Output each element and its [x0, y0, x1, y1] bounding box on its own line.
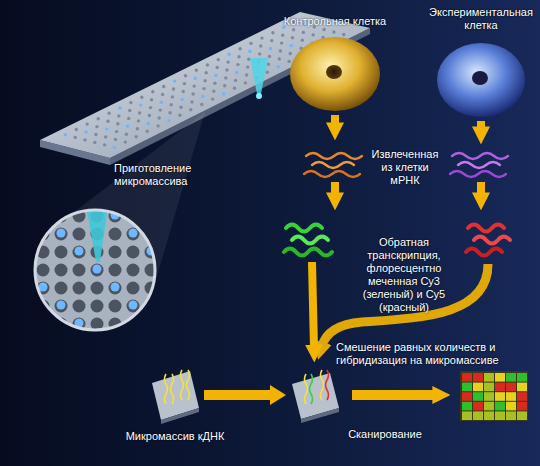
experimental-cell: Экспериментальная клетка	[437, 43, 525, 118]
hybridised-microarray: Смешение равных количеств и гибридизация…	[290, 372, 340, 418]
node-label: Экспериментальная клетка	[426, 6, 536, 32]
node-label: Смешение равных количеств и гибридизация…	[336, 341, 518, 367]
step-label: Извлеченная из клетки мРНК	[368, 148, 442, 187]
node-label: Микромассив кДНК	[110, 430, 240, 443]
control-cell: Контрольная клетка	[290, 37, 380, 113]
cdna-microarray: Микромассив кДНК	[150, 370, 200, 420]
arrow-head	[270, 385, 286, 405]
step-label: Обратная транскрипция, флоресцентно мече…	[344, 236, 464, 314]
step-label: Приготовление микромассива	[114, 162, 214, 188]
step-label: Сканирование	[335, 428, 435, 441]
arrow-shaft	[204, 390, 272, 400]
flow-arrow	[204, 385, 286, 405]
node-label: Контрольная клетка	[270, 15, 400, 28]
